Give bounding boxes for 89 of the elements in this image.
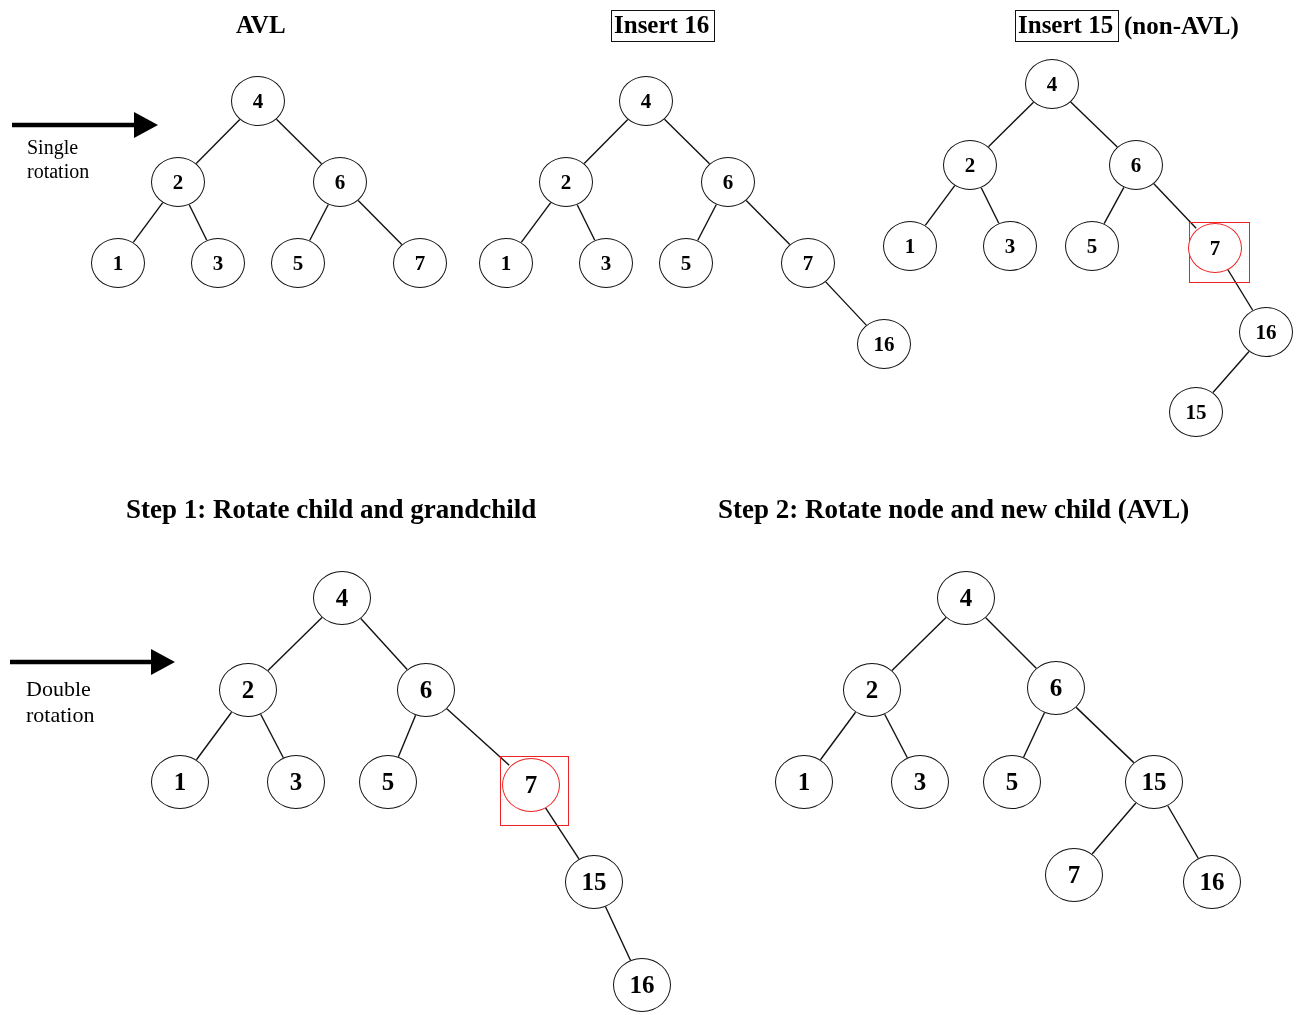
tree-edge [987, 101, 1035, 148]
tree-edge [397, 714, 417, 758]
tree-node-circle: 1 [479, 238, 533, 288]
tree-node-circle: 15 [1125, 755, 1183, 809]
tree-node-circle: 1 [775, 755, 833, 809]
tree-edge [544, 806, 580, 860]
tree-node-circle: 3 [891, 755, 949, 809]
tree-edge [697, 203, 717, 242]
tree-edge [1153, 183, 1197, 229]
tree-edge [819, 711, 857, 761]
tree-node-circle: 16 [1239, 307, 1293, 357]
tree-edge [985, 617, 1037, 669]
tree-node-circle: 6 [397, 663, 455, 717]
tree-node-circle: 5 [271, 238, 325, 288]
tree-edge [1070, 101, 1118, 148]
tree-node-circle: 4 [313, 571, 371, 625]
tree-edge [1167, 805, 1199, 859]
tree-edge [1226, 268, 1254, 311]
tree-edge [663, 118, 711, 165]
tree-node-circle: 16 [1183, 855, 1241, 909]
tree-edge [446, 708, 510, 766]
tree-node-circle: 6 [701, 157, 755, 207]
tree-edge [357, 199, 403, 246]
arrow-caption: Double rotation [26, 676, 96, 729]
tree-node-circle: 3 [267, 755, 325, 809]
tree-edge [1075, 706, 1135, 764]
tree-node-circle: 4 [619, 76, 673, 126]
highlight-frame [1189, 222, 1250, 283]
tree-node-circle: 15 [565, 855, 623, 909]
tree-edge [267, 616, 323, 672]
boxed-heading: Insert 16 [611, 10, 715, 42]
tree-node-circle: 5 [359, 755, 417, 809]
tree-edge [275, 118, 323, 165]
tree-edge [132, 201, 164, 244]
tree-node-circle: 2 [843, 663, 901, 717]
heading-text: (non-AVL) [1124, 12, 1239, 40]
tree-node-circle: 16 [857, 319, 911, 369]
tree-node-circle: 5 [983, 755, 1041, 809]
tree-node-circle: 15 [1169, 387, 1223, 437]
tree-edge [195, 118, 241, 165]
tree-node-circle: 7 [502, 758, 560, 812]
tree-node-circle: 3 [579, 238, 633, 288]
tree-node-circle: 3 [983, 221, 1037, 271]
tree-node-circle: 2 [539, 157, 593, 207]
tree-node-circle: 7 [1188, 223, 1242, 273]
heading-text: Step 1: Rotate child and grandchild [126, 493, 537, 526]
highlight-frame [500, 756, 569, 826]
tree-edge [825, 281, 867, 326]
tree-edge [309, 203, 329, 242]
tree-edge [891, 616, 947, 672]
tree-edge [583, 118, 629, 165]
tree-edge [360, 617, 408, 671]
tree-node-circle: 6 [313, 157, 367, 207]
tree-node-circle: 2 [151, 157, 205, 207]
tree-node-circle: 4 [937, 571, 995, 625]
tree-edge [576, 204, 596, 241]
arrow-caption: Single rotation [27, 135, 91, 183]
tree-edge [604, 906, 632, 961]
heading-text: Step 2: Rotate node and new child (AVL) [718, 493, 1190, 526]
tree-edge [745, 199, 791, 246]
tree-edge [1022, 712, 1046, 758]
tree-node-circle: 1 [151, 755, 209, 809]
tree-edge [1091, 802, 1137, 855]
tree-edge [1212, 350, 1250, 394]
tree-node-circle: 5 [659, 238, 713, 288]
tree-edge [259, 713, 285, 759]
tree-node-circle: 1 [91, 238, 145, 288]
tree-node-circle: 1 [883, 221, 937, 271]
tree-edge [883, 713, 909, 759]
tree-edge [520, 201, 552, 244]
tree-edge [1103, 186, 1125, 225]
heading-text: AVL [236, 10, 286, 40]
tree-node-circle: 7 [393, 238, 447, 288]
boxed-heading: Insert 15 [1015, 10, 1119, 42]
tree-edge [188, 204, 208, 241]
tree-node-circle: 6 [1109, 140, 1163, 190]
tree-node-circle: 4 [231, 76, 285, 126]
tree-node-circle: 7 [1045, 848, 1103, 902]
tree-node-circle: 2 [219, 663, 277, 717]
tree-edge [980, 187, 1000, 224]
tree-node-circle: 6 [1027, 661, 1085, 715]
tree-node-circle: 5 [1065, 221, 1119, 271]
tree-node-circle: 7 [781, 238, 835, 288]
tree-node-circle: 3 [191, 238, 245, 288]
tree-node-circle: 16 [613, 958, 671, 1012]
tree-edge [924, 184, 956, 227]
tree-node-circle: 2 [943, 140, 997, 190]
tree-edge [195, 711, 233, 761]
tree-node-circle: 4 [1025, 59, 1079, 109]
